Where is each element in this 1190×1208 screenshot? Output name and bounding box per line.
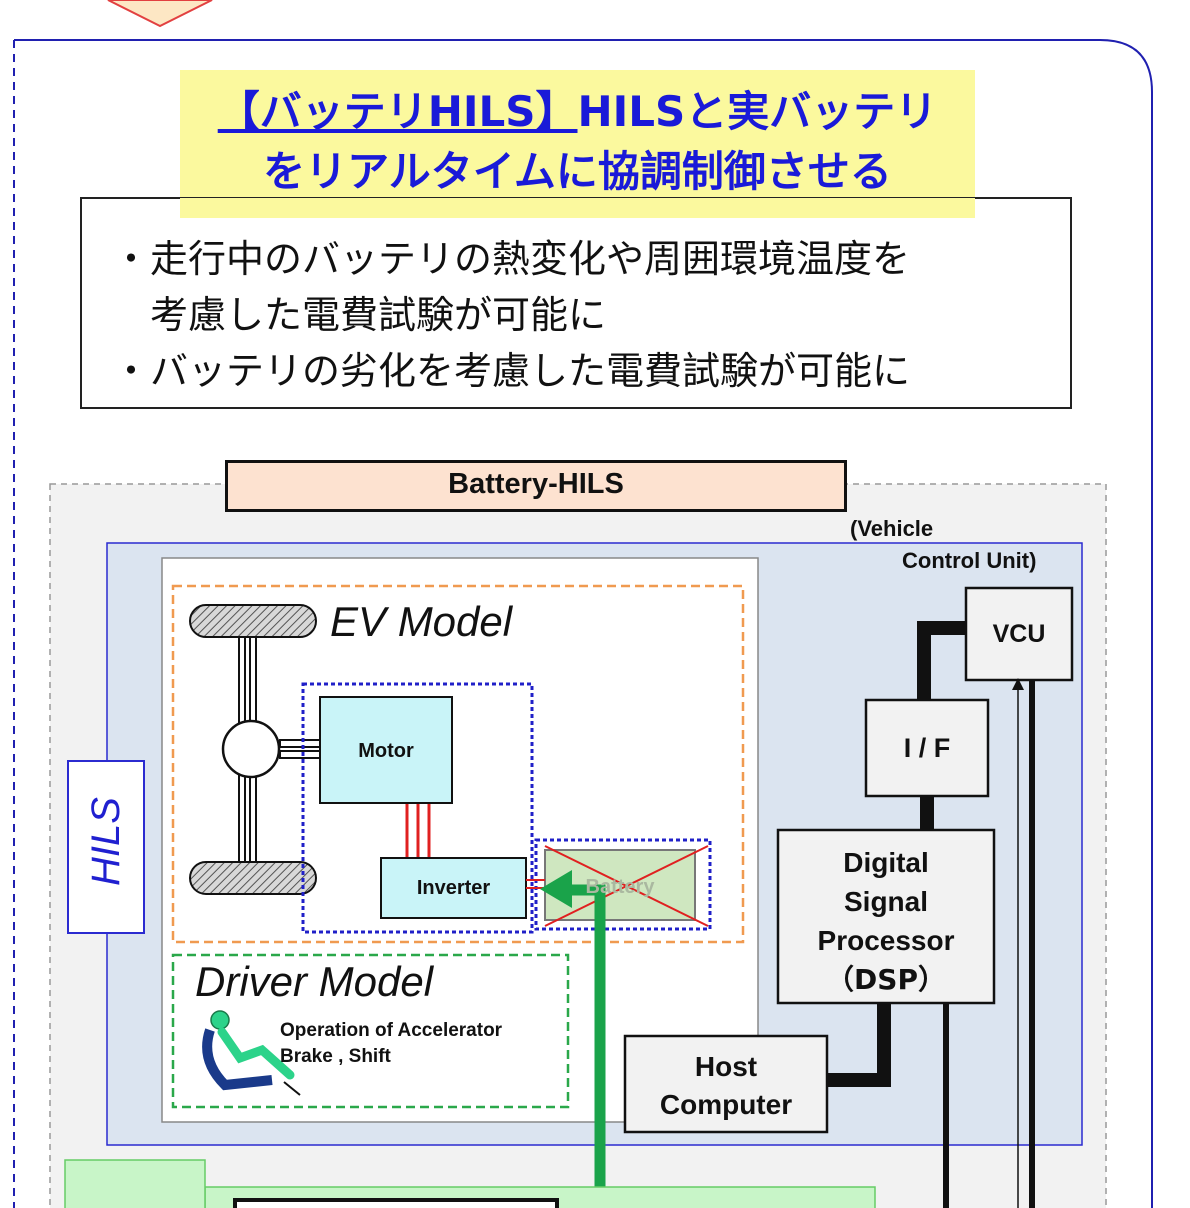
bullet-item: 考慮した電費試験が可能に	[112, 293, 607, 337]
battery-hils-label-text: Battery-HILS	[448, 468, 624, 500]
battery-model-boundary	[534, 838, 712, 931]
title-line2: をリアルタイムに協調制御させる	[263, 147, 892, 196]
ev-model-title: EV Model	[330, 598, 513, 645]
vcu-caption-line1: (Vehicle	[850, 516, 934, 541]
dsp-line: Signal	[843, 886, 928, 917]
driver-ops-line2: Brake , Shift	[280, 1046, 391, 1067]
vcu-if-link	[917, 621, 966, 700]
dsp-label: Digital Signal Processor （DSP）	[778, 843, 994, 999]
dsp-block	[776, 828, 996, 1005]
vcu-block	[964, 586, 1074, 682]
host-line: Host	[694, 1051, 758, 1082]
bullet-item: ・走行中のバッテリの熱変化や周囲環境温度を	[112, 237, 911, 281]
powertrain-boundary	[301, 682, 534, 934]
green-signal-arrow	[568, 884, 606, 1208]
shaft-top	[279, 739, 323, 748]
if-block	[864, 698, 990, 798]
title-line1-rest: HILSと実バッテリ	[577, 87, 938, 136]
vcu-label: VCU	[992, 620, 1046, 648]
battery-hils-label	[225, 460, 847, 512]
hils-label-text: HILS	[84, 797, 128, 886]
inverter-block	[380, 857, 527, 919]
host-line: Computer	[659, 1089, 793, 1120]
driver-ops-line1: Operation of Accelerator	[280, 1020, 503, 1041]
if-label: I / F	[903, 733, 951, 763]
differential	[221, 719, 281, 779]
title-overlap-cover	[180, 198, 975, 218]
dsp-line: Processor	[817, 925, 955, 956]
motor-label: Motor	[358, 740, 414, 762]
bullet-item: ・バッテリの劣化を考慮した電費試験が可能に	[112, 349, 911, 393]
driver-model-title: Driver Model	[195, 958, 434, 1005]
lower-label-box	[64, 1159, 206, 1208]
hils-label-box	[67, 760, 145, 934]
vcu-caption-line2: Control Unit)	[902, 548, 1037, 573]
host-computer-label: Host Computer	[625, 1048, 827, 1124]
ev-model-boundary	[171, 584, 745, 944]
shaft-bottom	[279, 750, 323, 759]
motor-block	[319, 696, 453, 804]
inverter-label: Inverter	[416, 877, 491, 899]
battery-label: Battery	[585, 876, 655, 898]
down-arrow-tip	[107, 0, 213, 28]
dsp-line: （DSP）	[826, 963, 946, 996]
feature-bullet-box: ・走行中のバッテリの熱変化や周囲環境温度を 考慮した電費試験が可能に ・バッテリ…	[80, 197, 1072, 409]
rear-wheel	[189, 861, 317, 895]
driver-model-boundary	[171, 953, 570, 1109]
host-computer-block	[623, 1034, 829, 1134]
dsp-host-link	[827, 1003, 891, 1087]
page-title: 【バッテリHILS】HILSと実バッテリ をリアルタイムに協調制御させる	[180, 70, 975, 218]
lower-inner-box	[233, 1198, 559, 1208]
title-bracket-text: 【バッテリHILS】	[217, 87, 578, 136]
dsp-line: Digital	[843, 847, 929, 878]
front-wheel	[189, 604, 317, 638]
driver-figure	[202, 1010, 301, 1096]
